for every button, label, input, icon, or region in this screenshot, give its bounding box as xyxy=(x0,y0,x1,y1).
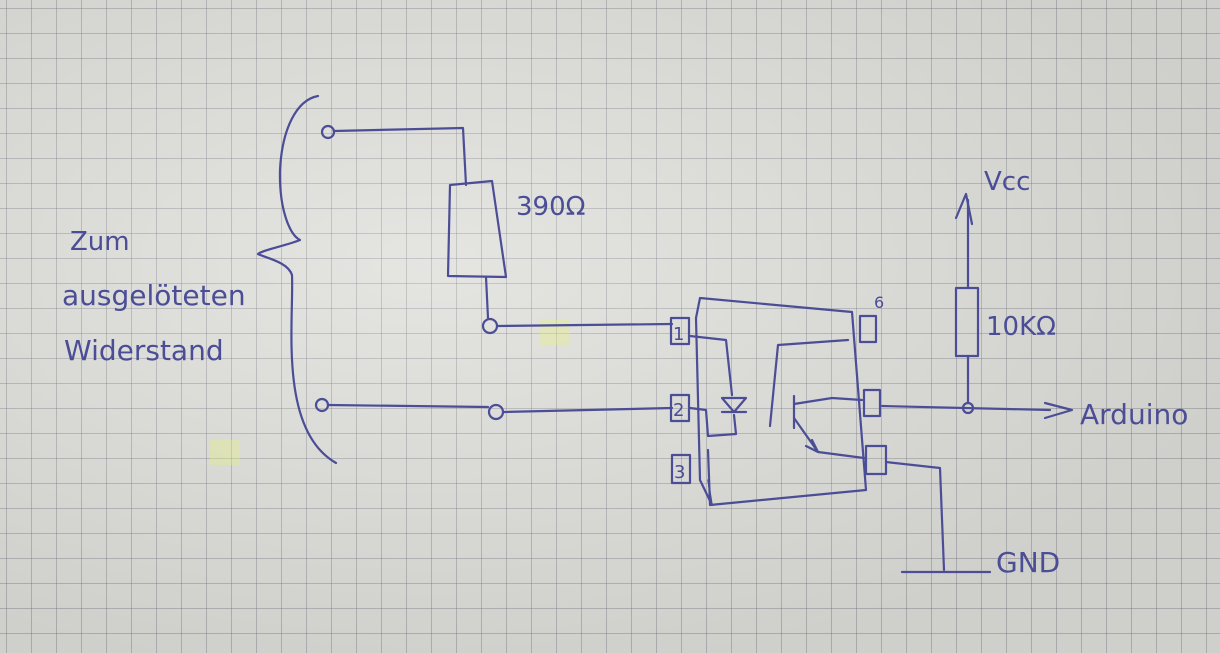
pin5-box xyxy=(862,388,882,418)
resistor-bottom-terminal xyxy=(481,317,499,335)
side-note-line-3: Widerstand xyxy=(64,334,224,367)
phototransistor-icon xyxy=(792,394,866,460)
pin4-box xyxy=(864,444,888,476)
wire-gnd xyxy=(884,460,946,572)
internal-wire-collector xyxy=(768,338,850,428)
arduino-label: Arduino xyxy=(1080,398,1188,431)
resistor-10k-body xyxy=(954,286,980,358)
pin3-box xyxy=(670,453,692,485)
resistor-390-body xyxy=(446,179,508,279)
side-note-line-1: Zum xyxy=(70,227,130,257)
highlighter-mark xyxy=(210,440,240,465)
led-diode-icon xyxy=(720,396,748,414)
pin3-label: 3 xyxy=(674,462,685,483)
wire-junction-left xyxy=(487,403,505,421)
highlighter-mark xyxy=(540,320,570,345)
wire-to-pin2 xyxy=(501,406,674,414)
pin6-label: 6 xyxy=(874,293,884,312)
optocoupler-left-edge xyxy=(694,316,714,507)
wire-top-input xyxy=(332,126,468,187)
curly-brace xyxy=(256,94,338,465)
resistor-390-label: 390Ω xyxy=(516,192,586,222)
pin1-box xyxy=(669,316,691,346)
vcc-arrow-icon xyxy=(954,192,974,226)
resistor-10k-label: 10KΩ xyxy=(986,312,1056,342)
led-wiring xyxy=(688,334,738,438)
wire-to-arduino xyxy=(880,404,1052,412)
pin2-label: 2 xyxy=(673,400,684,421)
side-note-line-2: ausgelöteten xyxy=(62,279,246,312)
gnd-label: GND xyxy=(996,546,1060,579)
optocoupler-body xyxy=(694,296,868,507)
input-terminal-top xyxy=(320,124,336,140)
pin1-label: 1 xyxy=(673,324,684,345)
vcc-label: Vcc xyxy=(984,167,1030,197)
wire-resistor-down xyxy=(484,275,490,320)
input-terminal-bottom xyxy=(314,397,330,413)
wire-to-pin1 xyxy=(495,322,674,328)
pin6-box xyxy=(858,314,878,344)
arduino-arrow-icon xyxy=(1043,401,1074,420)
wire-bottom-input xyxy=(326,403,490,409)
chip-bottom-wire xyxy=(707,479,713,506)
